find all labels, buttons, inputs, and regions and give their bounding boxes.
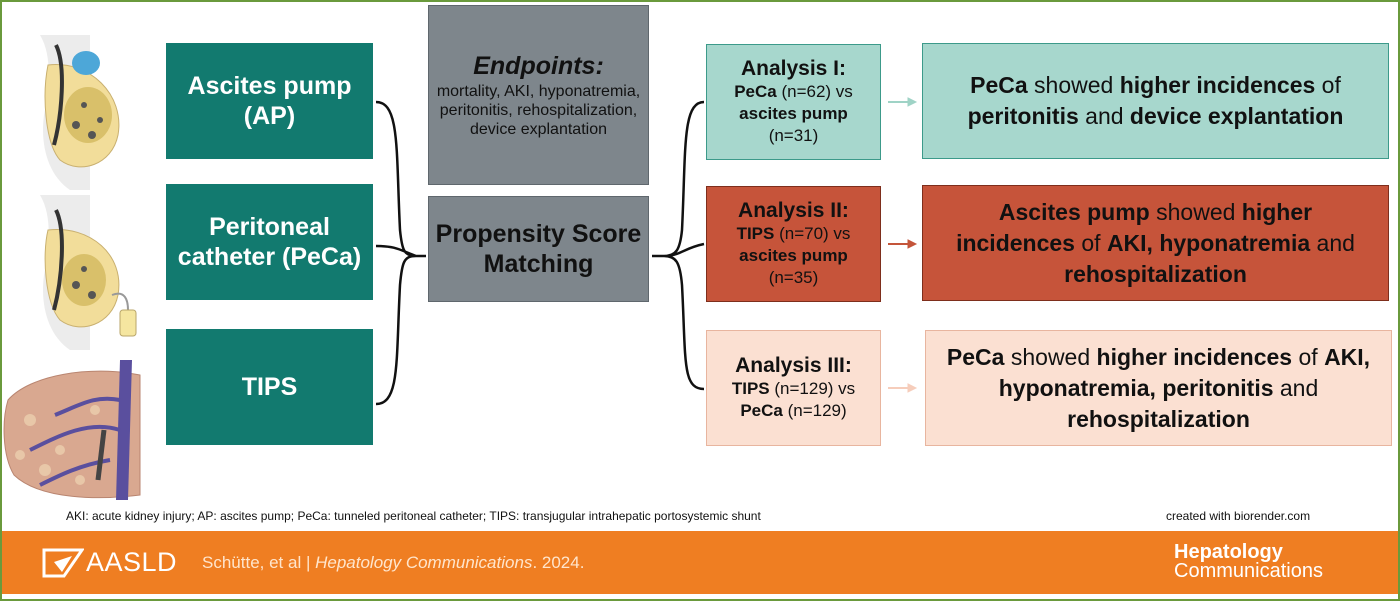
- result-emphasis: higher incidences: [1119, 72, 1316, 98]
- analysis-2-box: Analysis II: TIPS (n=70) vs ascites pump…: [706, 186, 881, 302]
- propensity-score-box: Propensity Score Matching: [428, 196, 649, 302]
- result-phrase: and: [1078, 103, 1130, 129]
- result-emphasis: AKI, hyponatremia, peritonitis: [998, 343, 1371, 401]
- result-phrase: and: [1273, 374, 1319, 401]
- biorender-credit: created with biorender.com: [1166, 509, 1311, 523]
- result-emphasis: AKI, hyponatremia: [1106, 229, 1311, 256]
- citation: Schütte, et al | Hepatology Communicatio…: [202, 553, 585, 572]
- result-phrase: showed: [1004, 343, 1097, 370]
- result-1-box: PeCa showed higher incidences of periton…: [922, 43, 1389, 159]
- arrow-3: [888, 383, 918, 393]
- analysis-title: Analysis I:: [740, 57, 847, 80]
- illustrations: [3, 35, 141, 500]
- liver-tips-illustration: [3, 360, 141, 500]
- endpoints-list: mortality, AKI, hyponatremia, peritoniti…: [436, 82, 641, 138]
- result-emphasis: rehospitalization: [1064, 260, 1247, 287]
- analysis-3-box: Analysis III: TIPS (n=129) vs PeCa (n=12…: [706, 330, 881, 446]
- analysis-line2: ascites pump: [739, 104, 848, 123]
- torso-ascites-pump-illustration: [40, 35, 120, 190]
- result-emphasis: device explantation: [1129, 103, 1344, 129]
- endpoints-title: Endpoints:: [473, 51, 604, 80]
- analysis-line1: TIPS (n=70) vs: [736, 224, 851, 243]
- result-text: PeCa showed higher incidences of periton…: [937, 70, 1374, 132]
- result-text: Ascites pump showed higher incidences of…: [937, 197, 1374, 290]
- result-emphasis: higher incidences: [956, 198, 1313, 256]
- result-2-box: Ascites pump showed higher incidences of…: [922, 185, 1389, 301]
- result-phrase: showed: [1027, 72, 1120, 98]
- method-label: Ascites pump (AP): [187, 72, 352, 130]
- endpoints-box: Endpoints: mortality, AKI, hyponatremia,…: [428, 5, 649, 185]
- result-3-box: PeCa showed higher incidences of AKI, hy…: [925, 330, 1392, 446]
- result-emphasis: rehospitalization: [1067, 405, 1250, 432]
- analysis-line3: (n=35): [768, 268, 819, 287]
- arrow-1: [888, 97, 918, 107]
- footer-bar: AASLD Schütte, et al | Hepatology Commun…: [2, 531, 1398, 594]
- result-emphasis: peritonitis: [967, 103, 1079, 129]
- result-emphasis: PeCa: [970, 72, 1028, 98]
- result-phrase: showed: [1149, 198, 1242, 225]
- result-text: PeCa showed higher incidences of AKI, hy…: [940, 342, 1377, 435]
- result-phrase: of: [1292, 343, 1325, 370]
- method-tips: TIPS: [166, 329, 373, 445]
- method-label: TIPS: [241, 373, 298, 401]
- aasld-logo-icon: [42, 548, 84, 578]
- analysis-line2: PeCa (n=129): [740, 401, 847, 420]
- analysis-title: Analysis II:: [738, 199, 849, 222]
- result-phrase: and: [1310, 229, 1355, 256]
- analysis-line2: ascites pump: [739, 246, 848, 265]
- method-label: Peritoneal catheter (PeCa): [177, 213, 362, 271]
- analysis-line1: PeCa (n=62) vs: [734, 82, 853, 101]
- right-brace: [652, 100, 705, 391]
- analysis-line1: TIPS (n=129) vs: [731, 379, 856, 398]
- torso-peritoneal-catheter-illustration: [40, 195, 137, 350]
- analysis-1-box: Analysis I: PeCa (n=62) vs ascites pump …: [706, 44, 881, 160]
- arrow-2: [888, 239, 918, 249]
- left-brace: [375, 100, 426, 406]
- analysis-line3: (n=31): [768, 126, 819, 145]
- propensity-score-label: Propensity Score Matching: [435, 220, 642, 278]
- analysis-title: Analysis III:: [735, 354, 852, 377]
- aasld-logo-text: AASLD: [86, 547, 178, 577]
- result-emphasis: PeCa: [946, 343, 1005, 370]
- result-emphasis: higher incidences: [1096, 343, 1293, 370]
- result-phrase: of: [1315, 72, 1341, 98]
- journal-logo-text: Hepatology Communications: [1174, 541, 1323, 582]
- method-peritoneal-catheter: Peritoneal catheter (PeCa): [166, 184, 373, 300]
- result-phrase: of: [1074, 229, 1107, 256]
- method-ascites-pump: Ascites pump (AP): [166, 43, 373, 159]
- result-emphasis: Ascites pump: [998, 198, 1150, 225]
- abbreviations-footnote: AKI: acute kidney injury; AP: ascites pu…: [66, 509, 761, 523]
